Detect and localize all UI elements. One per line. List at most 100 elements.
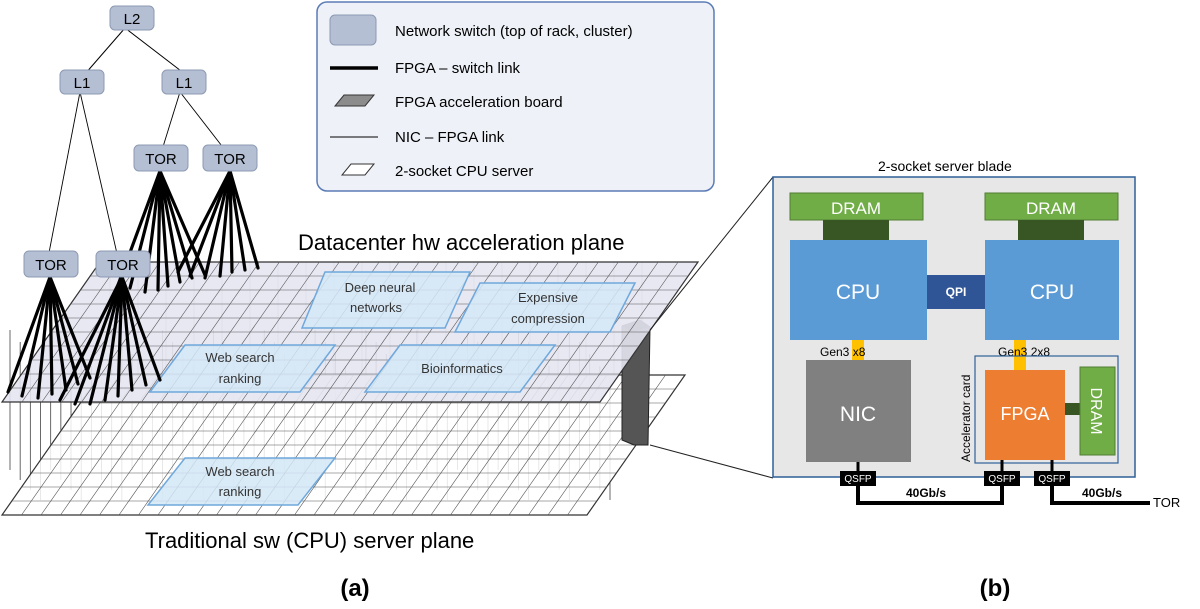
svg-text:FPGA: FPGA — [1000, 404, 1049, 424]
caption-b: (b) — [980, 575, 1011, 602]
svg-text:QSFP: QSFP — [1038, 474, 1066, 485]
nic — [806, 360, 911, 462]
server-blade: DRAM DRAM CPU CPU QPI Gen3 x8 Gen3 2x8 N… — [772, 176, 1136, 478]
region-dnn-label-1: Deep neural — [345, 280, 416, 295]
fpga-switch-link — [116, 275, 124, 398]
region-web-search-upper — [148, 344, 337, 393]
legend-fpga-link-label: FPGA – switch link — [395, 60, 521, 77]
region-exp-label-2: compression — [511, 311, 585, 326]
fpga-switch-link — [88, 275, 124, 406]
caption-a: (a) — [340, 575, 369, 602]
legend-nic-link-label: NIC – FPGA link — [395, 129, 505, 146]
fpga-switch-links — [6, 169, 260, 406]
cpu-right — [985, 240, 1119, 340]
fpga-switch-link — [48, 275, 54, 396]
fpga-switch-link — [228, 169, 260, 270]
fpga-switch-link — [36, 275, 52, 400]
svg-text:L1: L1 — [176, 75, 193, 92]
svg-text:CPU: CPU — [836, 281, 880, 304]
switch-tor-lower-1: TOR — [23, 250, 79, 278]
link-speed-label-1: 40Gb/s — [906, 486, 946, 500]
fpga-switch-link — [228, 169, 247, 272]
svg-text:QSFP: QSFP — [988, 474, 1016, 485]
fpga-switch-link — [48, 275, 92, 380]
region-web-upper-label-1: Web search — [205, 350, 274, 365]
switch-icon — [329, 14, 377, 46]
fpga-switch-link — [48, 275, 80, 386]
qpi-link — [927, 275, 985, 309]
legend-switch-label: Network switch (top of rack, cluster) — [395, 23, 633, 40]
region-exp-label-1: Expensive — [518, 290, 578, 305]
lower-plane: Web search ranking — [0, 374, 687, 516]
svg-text:L2: L2 — [124, 11, 141, 28]
fpga-switch-link — [48, 275, 68, 392]
dram-right-connector — [1018, 220, 1084, 240]
fpga-switch-link — [120, 275, 162, 382]
fpga-switch-link — [158, 169, 194, 280]
svg-text:DRAM: DRAM — [831, 199, 881, 218]
fpga-dram-connector — [1065, 403, 1080, 415]
svg-text:TOR: TOR — [35, 257, 67, 274]
svg-text:QSFP: QSFP — [844, 474, 872, 485]
svg-text:L1: L1 — [74, 75, 91, 92]
fpga-switch-link — [120, 275, 134, 392]
lower-plane-title: Traditional sw (CPU) server plane — [145, 528, 474, 553]
upper-plane-title: Datacenter hw acceleration plane — [298, 230, 625, 255]
fpga-switch-link — [158, 169, 170, 288]
cpu-left — [790, 240, 927, 340]
white-parallelogram-icon — [340, 163, 376, 176]
qsfp-stubs — [856, 460, 1054, 472]
fpga-switch-link — [203, 169, 232, 280]
fpga-switch-link — [58, 275, 124, 402]
switch-l1-right: L1 — [161, 69, 207, 95]
legend: Network switch (top of rack, cluster) FP… — [316, 1, 715, 192]
svg-text:Gen3 x8: Gen3 x8 — [820, 345, 866, 359]
gen3-link-right — [1014, 340, 1026, 370]
region-dnn-label-2: networks — [350, 300, 403, 315]
fpga-switch-link — [120, 275, 148, 387]
legend-fpga-board-label: FPGA acceleration board — [395, 94, 563, 111]
qsfp-port-1: QSFP — [840, 471, 876, 486]
accelerator-card — [974, 355, 1119, 464]
tor-label: TOR — [1153, 495, 1180, 510]
qsfp-port-3: QSFP — [1034, 471, 1070, 486]
switch-tor-upper-2: TOR — [202, 144, 258, 172]
region-expensive-compression — [453, 282, 637, 333]
zoom-connector-lines — [649, 176, 774, 479]
qsfp-port-2: QSFP — [984, 471, 1020, 486]
region-web-upper-label-2: ranking — [219, 371, 262, 386]
fpga-switch-link — [158, 169, 182, 284]
svg-text:TOR: TOR — [214, 151, 246, 168]
link-speed-label-2: 40Gb/s — [1082, 486, 1122, 500]
fpga-switch-link — [188, 169, 232, 278]
fpga-switch-link — [228, 169, 234, 274]
fpga-switch-link — [218, 169, 232, 278]
svg-text:NIC: NIC — [840, 403, 876, 426]
fpga — [985, 370, 1065, 460]
accelerator-card-label: Accelerator card — [959, 375, 973, 462]
svg-text:Gen3 2x8: Gen3 2x8 — [998, 345, 1050, 359]
fpga-switch-link — [176, 169, 232, 274]
fpga-switch-link — [73, 275, 124, 406]
region-web-lower-label-2: ranking — [219, 484, 262, 499]
dark-parallelogram-icon — [333, 94, 376, 107]
fpga-switch-link — [156, 169, 162, 292]
blade-title: 2-socket server blade — [878, 158, 1012, 174]
region-deep-neural-networks — [300, 271, 472, 329]
switch-l1-left: L1 — [59, 69, 105, 95]
region-bioinformatics — [363, 344, 557, 393]
gen3-link-left — [852, 340, 864, 360]
fpga-dram — [1079, 366, 1116, 456]
switch-l2: L2 — [109, 5, 155, 31]
dram-left-connector — [823, 220, 889, 240]
region-web-search-lower — [146, 457, 337, 506]
region-web-lower-label-1: Web search — [205, 464, 274, 479]
fpga-switch-link — [6, 275, 52, 394]
fpga-switch-link — [103, 275, 124, 402]
svg-text:CPU: CPU — [1030, 281, 1074, 304]
fpga-switch-link — [20, 275, 52, 398]
svg-text:TOR: TOR — [107, 257, 139, 274]
qsfp-links — [856, 485, 1150, 505]
svg-text:TOR: TOR — [145, 151, 177, 168]
